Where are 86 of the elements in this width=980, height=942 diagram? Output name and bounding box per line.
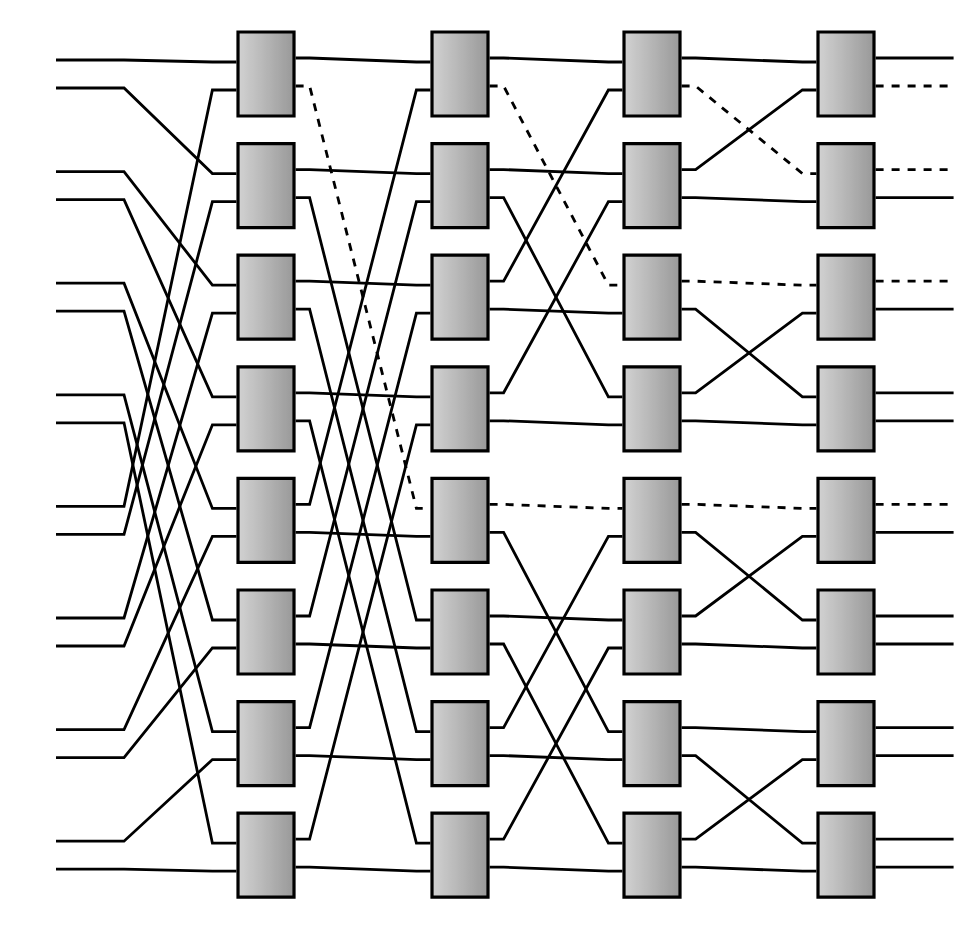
connector-line xyxy=(875,56,954,60)
connector-line xyxy=(875,419,954,423)
connector-line xyxy=(56,170,237,287)
connector-line xyxy=(489,56,623,64)
switch-box xyxy=(816,365,876,453)
connector-line xyxy=(56,421,237,845)
switch-box xyxy=(816,142,876,230)
switch-box xyxy=(236,365,296,453)
connector-line xyxy=(295,279,431,287)
switch-box xyxy=(816,476,876,564)
connector-line xyxy=(875,196,954,199)
connector-line xyxy=(56,281,237,510)
connector-line xyxy=(875,503,954,506)
switch-box xyxy=(430,142,490,230)
connector-line xyxy=(56,198,237,399)
connector-line xyxy=(56,200,237,536)
switch-box xyxy=(236,253,296,341)
switch-box xyxy=(622,142,682,230)
connector-line xyxy=(681,865,817,873)
connector-line xyxy=(875,307,954,311)
connector-line xyxy=(875,279,954,283)
connector-line xyxy=(681,503,817,510)
connector-line xyxy=(489,168,623,175)
connector-line xyxy=(875,642,954,646)
connector-line xyxy=(56,393,237,733)
switch-box xyxy=(622,588,682,676)
connector-line xyxy=(681,56,817,64)
connector-line xyxy=(56,88,237,508)
switch-box xyxy=(622,700,682,788)
connector-line xyxy=(56,758,237,843)
connector-line xyxy=(56,423,237,648)
connector-line xyxy=(56,867,237,873)
connector-line xyxy=(489,614,623,622)
switch-box xyxy=(236,700,296,788)
connector-line xyxy=(295,531,431,538)
connector-line xyxy=(56,646,237,759)
switch-box xyxy=(430,476,490,564)
connector-line xyxy=(489,419,623,427)
connector-line xyxy=(489,503,623,510)
connector-line xyxy=(56,86,237,175)
switch-box xyxy=(236,142,296,230)
connector-line xyxy=(681,419,817,427)
connector-line xyxy=(56,58,237,64)
switch-box xyxy=(816,253,876,341)
connector-line xyxy=(875,84,954,88)
connector-line xyxy=(681,726,817,733)
switch-box xyxy=(236,811,296,899)
connector-line xyxy=(875,865,954,869)
switch-box xyxy=(622,365,682,453)
connector-line xyxy=(295,865,431,873)
connector-line xyxy=(489,754,623,761)
switch-box xyxy=(622,811,682,899)
connector-line xyxy=(681,196,817,203)
connector-line xyxy=(295,168,431,175)
switch-box xyxy=(430,30,490,118)
connector-line xyxy=(875,837,954,841)
switch-box xyxy=(236,30,296,118)
switch-box xyxy=(430,365,490,453)
switch-box xyxy=(622,253,682,341)
switch-box xyxy=(430,700,490,788)
switch-box xyxy=(816,700,876,788)
connector-line xyxy=(295,391,431,399)
connector-line xyxy=(875,531,954,534)
connector-line xyxy=(295,642,431,650)
connector-line xyxy=(489,865,623,873)
connector-line xyxy=(295,754,431,761)
switch-box xyxy=(430,588,490,676)
connector-line xyxy=(489,307,623,315)
switch-box xyxy=(236,476,296,564)
switch-box xyxy=(816,811,876,899)
switch-box xyxy=(430,253,490,341)
connector-line xyxy=(681,642,817,650)
switch-box xyxy=(816,30,876,118)
connector-line xyxy=(56,535,237,731)
connector-line xyxy=(295,56,431,64)
switch-box xyxy=(816,588,876,676)
connector-line xyxy=(875,614,954,618)
switch-box xyxy=(622,476,682,564)
connector-line xyxy=(681,279,817,287)
connector-line xyxy=(875,726,954,729)
connector-line xyxy=(875,391,954,395)
connector-line xyxy=(875,168,954,171)
connector-line xyxy=(875,754,954,757)
switch-box xyxy=(236,588,296,676)
switch-box xyxy=(622,30,682,118)
switch-box xyxy=(430,811,490,899)
